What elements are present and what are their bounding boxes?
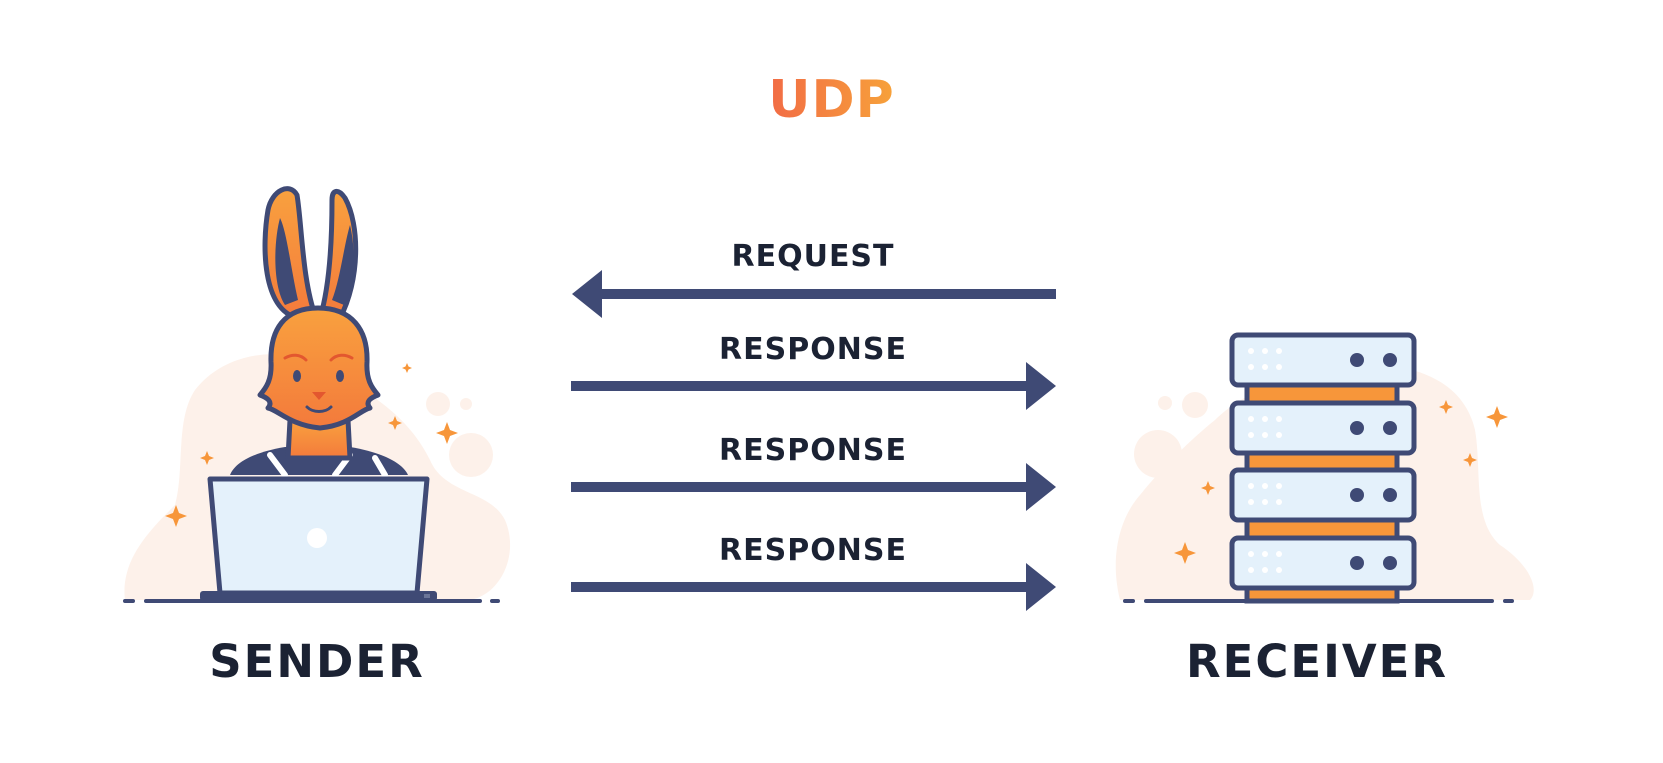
server-unit <box>1229 467 1417 523</box>
receiver-illustration <box>1115 332 1534 604</box>
response-arrow <box>571 563 1056 611</box>
sparkle-icon <box>1174 400 1508 564</box>
sender-label: SENDER <box>209 635 425 688</box>
server-unit <box>1229 535 1417 591</box>
response-label: RESPONSE <box>719 533 907 568</box>
response-arrow <box>571 362 1056 410</box>
server-rack-icon <box>1229 332 1417 604</box>
sender-illustration <box>123 186 511 603</box>
server-unit <box>1229 400 1417 456</box>
rabbit-icon <box>230 186 408 478</box>
response-label: RESPONSE <box>719 332 907 367</box>
server-unit <box>1229 332 1417 388</box>
diagram-title: UDP <box>768 70 895 130</box>
laptop-icon <box>200 476 437 601</box>
response-arrow <box>571 463 1056 511</box>
receiver-label: RECEIVER <box>1185 635 1449 688</box>
request-arrow <box>572 270 1056 318</box>
response-label: RESPONSE <box>719 433 907 468</box>
sparkle-icon <box>165 363 458 527</box>
request-label: REQUEST <box>731 239 895 274</box>
